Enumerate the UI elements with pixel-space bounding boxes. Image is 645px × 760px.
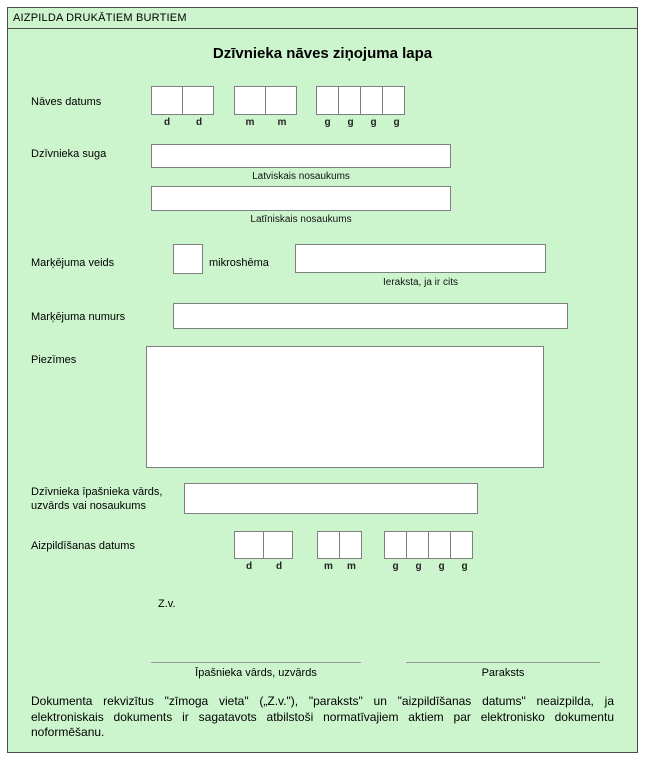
death-date-year-group: g g g g xyxy=(316,86,408,128)
electronic-document-note: Dokumenta rekvizītus "zīmoga vieta" („Z.… xyxy=(31,694,614,739)
fill-date-year-cell[interactable] xyxy=(428,531,451,559)
death-date-label: Nāves datums xyxy=(31,96,102,108)
date-letter: g xyxy=(324,117,331,128)
fill-date-year-cell[interactable] xyxy=(384,531,407,559)
fill-date-label: Aizpildīšanas datums xyxy=(31,540,135,552)
fill-date-year-cell[interactable] xyxy=(406,531,429,559)
date-letter: g xyxy=(370,117,377,128)
death-date-year-cell[interactable] xyxy=(338,86,361,115)
death-date-year-cell[interactable] xyxy=(360,86,383,115)
marking-number-input[interactable] xyxy=(173,303,568,329)
fill-date-month-cell[interactable] xyxy=(317,531,340,559)
fill-date-day-group: d d xyxy=(234,531,294,572)
death-report-form: AIZPILDA DRUKĀTIEM BURTIEM Dzīvnieka nāv… xyxy=(7,7,638,753)
death-date-year-cell[interactable] xyxy=(316,86,339,115)
death-date-day-cell[interactable] xyxy=(182,86,214,115)
fill-date-day-cell[interactable] xyxy=(263,531,293,559)
date-letter: d xyxy=(245,561,253,572)
date-letter: m xyxy=(324,561,333,572)
species-label: Dzīvnieka suga xyxy=(31,148,107,160)
date-letter: d xyxy=(195,117,203,128)
date-letter: m xyxy=(347,561,356,572)
date-letter: d xyxy=(163,117,171,128)
date-letter: g xyxy=(347,117,354,128)
date-letter: g xyxy=(438,561,445,572)
signature-line xyxy=(406,662,600,663)
fill-instruction-note: AIZPILDA DRUKĀTIEM BURTIEM xyxy=(8,8,637,29)
notes-textarea[interactable] xyxy=(146,346,544,468)
date-letter: g xyxy=(392,561,399,572)
marking-type-label: Marķējuma veids xyxy=(31,257,115,269)
owner-input[interactable] xyxy=(184,483,478,514)
page-title: Dzīvnieka nāves ziņojuma lapa xyxy=(212,45,433,62)
microchip-checkbox[interactable] xyxy=(173,244,203,274)
marking-type-other-caption: Ieraksta, ja ir cits xyxy=(382,277,459,288)
owner-name-signature-line xyxy=(151,662,361,663)
fill-date-month-group: m m xyxy=(317,531,363,572)
fill-date-year-cell[interactable] xyxy=(450,531,473,559)
species-latin-input[interactable] xyxy=(151,186,451,211)
date-letter: d xyxy=(275,561,283,572)
date-letter: g xyxy=(393,117,400,128)
death-date-month-cell[interactable] xyxy=(265,86,297,115)
date-letter: m xyxy=(245,117,255,128)
date-letter: g xyxy=(415,561,422,572)
marking-type-other-input[interactable] xyxy=(295,244,546,273)
fill-date-day-cell[interactable] xyxy=(234,531,264,559)
microchip-checkbox-label: mikroshēma xyxy=(209,257,269,269)
death-date-day-group: d d xyxy=(151,86,215,128)
death-date-month-group: m m xyxy=(234,86,298,128)
owner-name-signature-label: Īpašnieka vārds, uzvārds xyxy=(195,667,317,679)
species-latvian-input[interactable] xyxy=(151,144,451,168)
death-date-month-cell[interactable] xyxy=(234,86,266,115)
marking-number-label: Marķējuma numurs xyxy=(31,311,126,323)
species-latvian-caption: Latviskais nosaukums xyxy=(252,171,350,182)
species-latin-caption: Latīniskais nosaukums xyxy=(250,214,352,225)
owner-label: Dzīvnieka īpašnieka vārds, uzvārds vai n… xyxy=(31,486,163,512)
death-date-year-cell[interactable] xyxy=(382,86,405,115)
fill-date-year-group: g g g g xyxy=(384,531,476,572)
fill-date-month-cell[interactable] xyxy=(339,531,362,559)
date-letter: m xyxy=(277,117,287,128)
date-letter: g xyxy=(461,561,468,572)
stamp-place-label: Z.v. xyxy=(158,598,176,610)
notes-label: Piezīmes xyxy=(31,354,77,366)
death-date-day-cell[interactable] xyxy=(151,86,183,115)
signature-label: Paraksts xyxy=(481,667,525,679)
